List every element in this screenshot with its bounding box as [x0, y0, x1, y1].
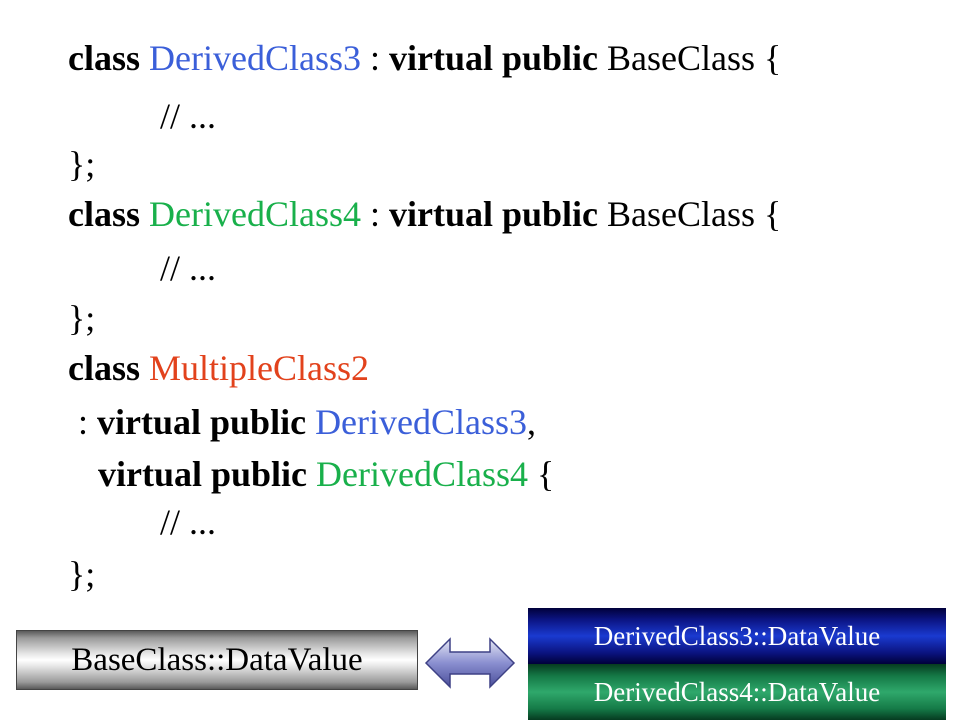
class-name-multiple2: MultipleClass2 — [149, 348, 370, 388]
base-class-datavalue-label: BaseClass::DataValue — [71, 641, 363, 678]
comment: // ... — [160, 96, 217, 136]
class-name-derived4: DerivedClass4 — [149, 194, 361, 234]
separator: : — [78, 402, 98, 442]
code-line-11: }; — [68, 556, 95, 592]
code-line-1: class DerivedClass3 : virtual public Bas… — [68, 40, 781, 76]
double-headed-arrow-icon — [424, 637, 516, 689]
separator: : — [360, 194, 389, 234]
code-line-6: }; — [68, 300, 95, 336]
code-line-5: // ... — [160, 250, 216, 286]
code-line-3: }; — [68, 146, 95, 182]
code-line-7: class MultipleClass2 — [68, 350, 369, 386]
keyword-virtual-public: virtual public — [98, 454, 308, 494]
keyword-virtual-public: virtual public — [388, 194, 599, 234]
code-line-10: // ... — [160, 504, 216, 540]
derived-datavalue-stack: DerivedClass3::DataValue DerivedClass4::… — [528, 608, 946, 720]
derived4-datavalue-cell: DerivedClass4::DataValue — [528, 664, 946, 720]
code-line-9: virtual public DerivedClass4 { — [98, 456, 554, 492]
base-class-name: BaseClass { — [607, 38, 782, 78]
derived3-datavalue-label: DerivedClass3::DataValue — [593, 620, 881, 651]
base-class-datavalue-box: BaseClass::DataValue — [16, 630, 418, 690]
base-class-name: BaseClass { — [607, 194, 782, 234]
comma: , — [527, 402, 537, 442]
closing-brace: }; — [68, 298, 96, 338]
derived4-datavalue-label: DerivedClass4::DataValue — [593, 676, 881, 707]
opening-brace: { — [528, 454, 555, 494]
code-line-4: class DerivedClass4 : virtual public Bas… — [68, 196, 781, 232]
code-line-2: // ... — [160, 98, 216, 134]
closing-brace: }; — [68, 144, 96, 184]
class-name-derived3: DerivedClass3 — [315, 402, 528, 442]
keyword-class: class — [68, 38, 140, 78]
derived3-datavalue-cell: DerivedClass3::DataValue — [528, 608, 946, 664]
class-name-derived4: DerivedClass4 — [316, 454, 529, 494]
comment: // ... — [160, 248, 217, 288]
keyword-class: class — [68, 348, 140, 388]
keyword-virtual-public: virtual public — [97, 402, 307, 442]
separator: : — [360, 38, 389, 78]
closing-brace: }; — [68, 554, 96, 594]
keyword-class: class — [68, 194, 140, 234]
code-line-8: : virtual public DerivedClass3, — [78, 404, 536, 440]
keyword-virtual-public: virtual public — [388, 38, 599, 78]
class-name-derived3: DerivedClass3 — [149, 38, 361, 78]
comment: // ... — [160, 502, 217, 542]
